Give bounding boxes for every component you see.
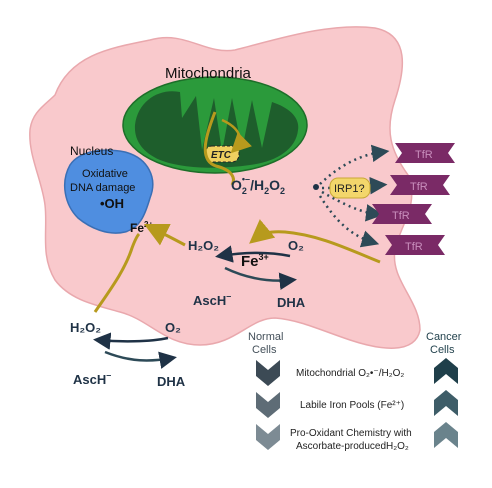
outer-dha-label: DHA [157, 374, 186, 389]
cell-body [29, 26, 421, 349]
cancer-chevron-3 [434, 422, 458, 448]
normal-chevron-2 [256, 392, 280, 418]
irp1-label: IRP1? [334, 183, 365, 195]
normal-chevron-1 [256, 360, 280, 386]
outer-h2o2-label: H₂O₂ [70, 320, 101, 335]
oxidative-label: Oxidative [82, 168, 128, 180]
svg-text:TfR: TfR [405, 241, 423, 253]
svg-text:TfR: TfR [415, 149, 433, 161]
inner-cycle-top-arrow [215, 245, 291, 263]
mitochondria-label: Mitochondria [165, 65, 252, 82]
svg-text:TfR: TfR [392, 210, 410, 222]
mito-to-ros-arrow [203, 111, 235, 186]
svg-text:O2•–/H2O2: O2•–/H2O2 [231, 174, 285, 196]
h2o2-to-fe2-arrow [143, 223, 186, 247]
irp1-badge: IRP1? [329, 177, 371, 199]
legend-row-3-line-1: Pro-Oxidant Chemistry with [290, 428, 412, 439]
cancer-chevron-2 [434, 390, 458, 416]
cancer-cells-header-2: Cells [430, 344, 455, 356]
inner-cycle-bottom-arrow [224, 266, 297, 290]
tfr-receptor-1: TfR [395, 143, 455, 163]
legend: Normal Cells Cancer Cells Mitochondrial … [248, 331, 462, 452]
tfr-receptor-2: TfR [390, 175, 450, 195]
mito-loop-arrow [221, 118, 252, 154]
tfr-arrows [318, 144, 390, 248]
tfr-to-fe3-arrow [249, 219, 381, 264]
dna-damage-label: DNA damage [70, 182, 135, 194]
mitochondria [122, 76, 308, 174]
normal-chevron-3 [256, 424, 280, 450]
outer-o2-label: O₂ [165, 320, 181, 335]
fe3-label: Fe3+ [241, 252, 269, 270]
hydroxyl-radical-label: •OH [100, 196, 124, 211]
outer-asch-label: AscH– [73, 370, 111, 387]
outer-cycle-bottom-arrow [104, 350, 177, 369]
normal-cells-header-1: Normal [248, 331, 283, 343]
svg-text:TfR: TfR [410, 181, 428, 193]
tfr-receptor-3: TfR [372, 204, 432, 224]
inner-h2o2-label: H₂O₂ [188, 238, 219, 253]
outer-h2o2-to-nucleus-arrow [93, 232, 141, 313]
cancer-chevron-1 [434, 358, 458, 384]
tfr-receptor-4: TfR [385, 235, 445, 255]
cancer-cells-header-1: Cancer [426, 331, 462, 343]
etc-label: ETC [211, 150, 232, 161]
etc-badge: ETC [204, 145, 240, 163]
nucleus [63, 149, 154, 234]
legend-row-1: Mitochondrial O₂•⁻/H₂O₂ [296, 368, 404, 379]
inner-o2-label: O₂ [288, 238, 304, 253]
inner-dha-label: DHA [277, 295, 306, 310]
nucleus-label: Nucleus [70, 144, 113, 158]
outer-cycle-top-arrow [93, 332, 169, 350]
ros-label: O2•–/H2O2 [231, 174, 319, 196]
normal-cells-header-2: Cells [252, 344, 277, 356]
inner-asch-label: AscH– [193, 291, 231, 308]
legend-row-2: Labile Iron Pools (Fe²⁺) [300, 400, 404, 411]
legend-row-3-line-2: Ascorbate-producedH₂O₂ [296, 441, 409, 452]
